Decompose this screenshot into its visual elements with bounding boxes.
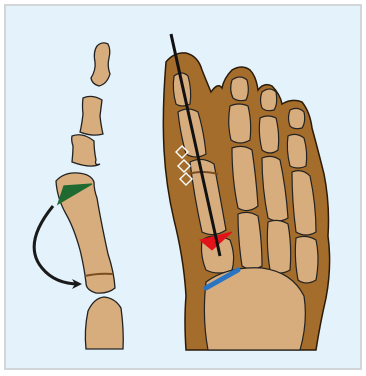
middle-phalanx	[80, 96, 103, 135]
metatarsal-2	[238, 212, 262, 269]
toe2-distal	[231, 77, 249, 101]
toe4-distal	[289, 108, 305, 128]
metatarsal-4	[295, 236, 318, 283]
metatarsal-3	[267, 220, 290, 273]
toe3-middle	[259, 116, 278, 153]
base-bone	[85, 297, 123, 349]
toe4-middle	[287, 134, 306, 168]
toe2-middle	[229, 104, 251, 143]
toe3-distal	[261, 89, 277, 111]
